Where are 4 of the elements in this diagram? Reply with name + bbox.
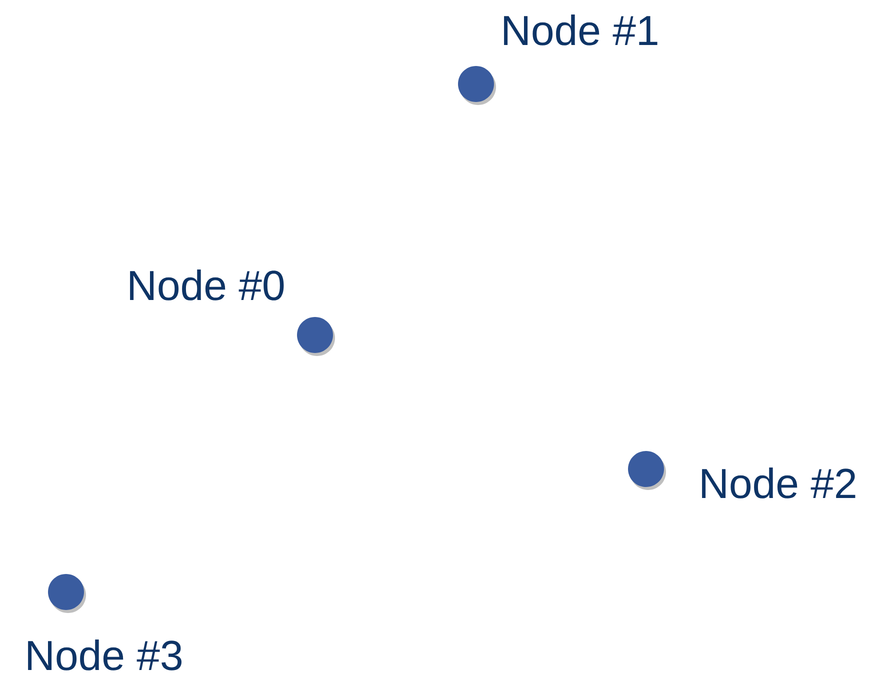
node-label: Node #0 xyxy=(130,270,284,300)
node-label: Node #1 xyxy=(504,14,658,46)
node-label: Node #3 xyxy=(28,640,182,670)
node-label: Node #2 xyxy=(702,468,856,498)
